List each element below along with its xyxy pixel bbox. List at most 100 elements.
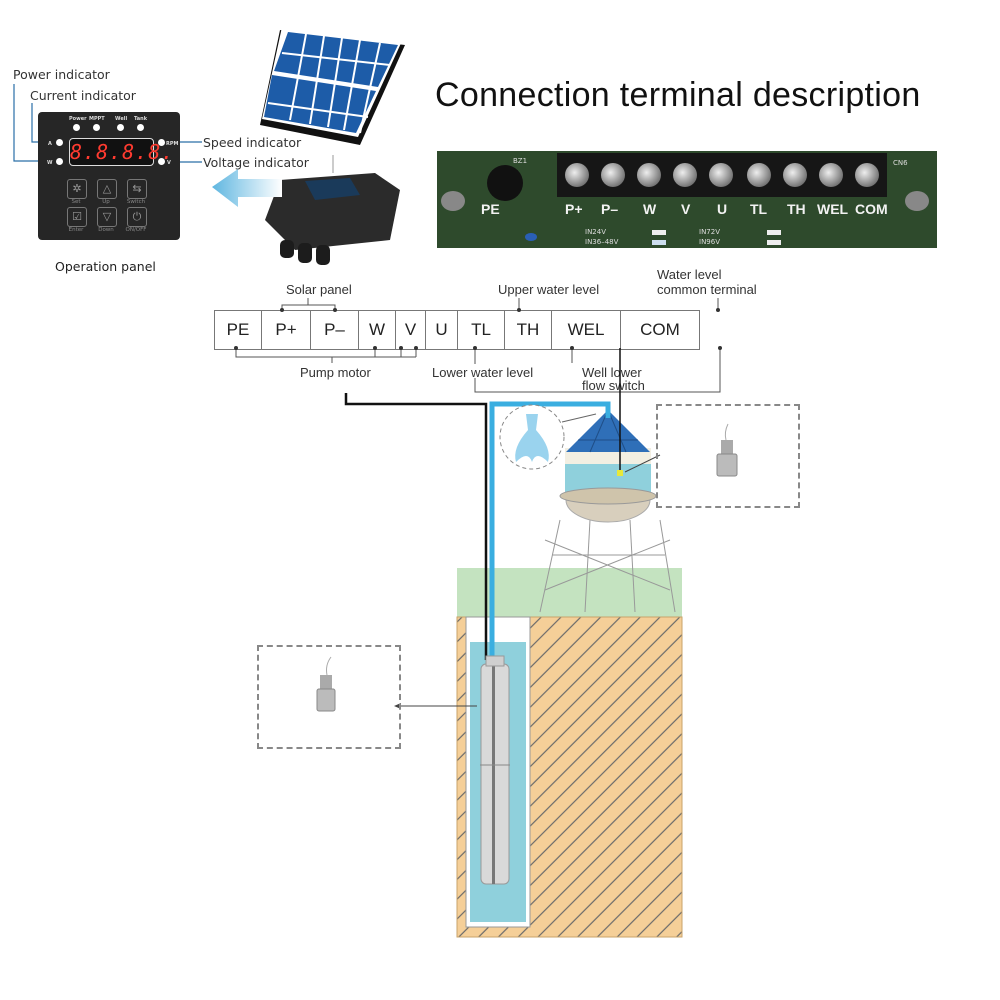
capacitor xyxy=(525,233,537,241)
pcb-label-th: TH xyxy=(787,201,806,217)
down-button-label: Down xyxy=(98,227,114,233)
voltage-led xyxy=(158,158,165,165)
water-tower-legs xyxy=(539,519,676,613)
rpm-led xyxy=(158,139,165,146)
led-label-mppt: MPPT xyxy=(89,116,105,122)
set-button[interactable]: ✲ xyxy=(67,179,87,199)
well-lower-label-2: flow switch xyxy=(582,378,645,393)
onoff-button-label: ON/OFF xyxy=(125,227,147,233)
pcb-label-in72: IN72V xyxy=(699,228,720,236)
well-led xyxy=(117,124,124,131)
pump-motor-label: Pump motor xyxy=(300,365,371,380)
led-label-w: W xyxy=(47,160,53,166)
terminal-pe: PE xyxy=(215,311,262,349)
terminal-tl: TL xyxy=(458,311,505,349)
led-label-v: V xyxy=(167,160,171,166)
terminal-p-plus: P+ xyxy=(262,311,311,349)
tank-float-switch xyxy=(617,470,623,476)
screw xyxy=(565,163,589,187)
pcb-label-p-plus: P+ xyxy=(565,201,583,217)
float-switch-icon xyxy=(716,423,738,477)
pcb-label-w: W xyxy=(643,201,657,217)
pcb-label-in24: IN24V xyxy=(585,228,606,236)
terminal-wel: WEL xyxy=(552,311,621,349)
operation-panel: Power MPPT Well Tank A W RPM V 8.8.8.8. … xyxy=(38,112,180,240)
tank-float-switch-detail xyxy=(656,404,800,508)
up-button[interactable]: △ xyxy=(97,179,117,199)
pcb-label-in36: IN36–48V xyxy=(585,238,619,246)
up-button-label: Up xyxy=(102,199,110,205)
pcb-label-in96: IN96V xyxy=(699,238,720,246)
pump-cable xyxy=(344,393,488,660)
switch-button-label: Switch xyxy=(126,199,146,205)
pcb-label-pe: PE xyxy=(481,201,500,217)
power-led xyxy=(73,124,80,131)
terminal-strip: PE P+ P– W V U TL TH WEL COM xyxy=(214,310,700,350)
lower-water-level-label: Lower water level xyxy=(432,365,534,380)
water-pipe xyxy=(489,401,611,870)
screw xyxy=(747,163,771,187)
screw xyxy=(637,163,661,187)
jumper-pad xyxy=(767,230,781,235)
well-float-switch-detail xyxy=(257,645,401,749)
checkbox-icon: ☑ xyxy=(72,210,82,223)
terminal-com: COM xyxy=(640,320,680,339)
enter-button[interactable]: ☑ xyxy=(67,207,87,227)
well-lower-label-1: Well lower xyxy=(582,365,642,380)
solar-panel-illustration xyxy=(260,27,405,265)
led-label-tank: Tank xyxy=(134,116,148,122)
pcb-label-tl: TL xyxy=(750,201,768,217)
screw xyxy=(819,163,843,187)
onoff-button[interactable]: ⏻ xyxy=(127,207,147,227)
screw xyxy=(673,163,697,187)
set-button-label: Set xyxy=(71,199,81,205)
power-icon: ⏻ xyxy=(132,210,142,223)
led-label-rpm: RPM xyxy=(166,141,179,147)
operation-panel-caption: Operation panel xyxy=(55,259,156,274)
pcb-label-p-minus: P– xyxy=(601,201,619,217)
pcb-label-wel: WEL xyxy=(817,201,849,217)
tank-roof xyxy=(566,410,650,452)
water-spray-icon xyxy=(515,414,549,462)
solar-panel-label: Solar panel xyxy=(286,282,352,297)
terminal-board-photo: PE P+ P– W V U TL TH WEL COM BZ1 CN6 IN2… xyxy=(437,151,937,248)
float-switch-icon xyxy=(316,656,336,712)
pcb-label-v: V xyxy=(681,201,691,217)
terminal-th: TH xyxy=(505,311,552,349)
pcb-label-u: U xyxy=(717,201,728,217)
arrow-left-icon xyxy=(212,169,282,207)
led-label-a: A xyxy=(48,141,52,147)
power-watt-led xyxy=(56,158,63,165)
water-level-common-label-2: common terminal xyxy=(657,282,757,297)
terminal-p-minus: P– xyxy=(311,311,359,349)
power-indicator-label: Power indicator xyxy=(13,67,110,82)
screw xyxy=(601,163,625,187)
buzzer xyxy=(487,165,523,201)
screw xyxy=(783,163,807,187)
jumper-pad xyxy=(767,240,781,245)
water-level-common-label-1: Water level xyxy=(657,267,722,282)
current-indicator-label: Current indicator xyxy=(30,88,136,103)
switch-button[interactable]: ⇆ xyxy=(127,179,147,199)
tank-led xyxy=(137,124,144,131)
jumper-pad xyxy=(652,240,666,245)
led-label-well: Well xyxy=(115,116,128,122)
pcb-label-bz1: BZ1 xyxy=(513,157,528,165)
upper-water-level-label: Upper water level xyxy=(498,282,600,297)
pump-controller-icon xyxy=(265,173,400,265)
speed-indicator-label: Speed indicator xyxy=(203,135,302,150)
jumper-pad xyxy=(652,230,666,235)
screw xyxy=(855,163,879,187)
switch-arrows-icon: ⇆ xyxy=(132,182,142,195)
terminal-block xyxy=(557,153,887,197)
led-label-power: Power xyxy=(69,116,87,122)
terminal-u: U xyxy=(426,311,458,349)
mount-screw-left xyxy=(441,191,465,211)
current-led xyxy=(56,139,63,146)
mount-screw-right xyxy=(905,191,929,211)
pcb-label-com: COM xyxy=(855,201,888,217)
terminal-v: V xyxy=(396,311,426,349)
down-button[interactable]: ▽ xyxy=(97,207,117,227)
enter-button-label: Enter xyxy=(68,227,84,233)
